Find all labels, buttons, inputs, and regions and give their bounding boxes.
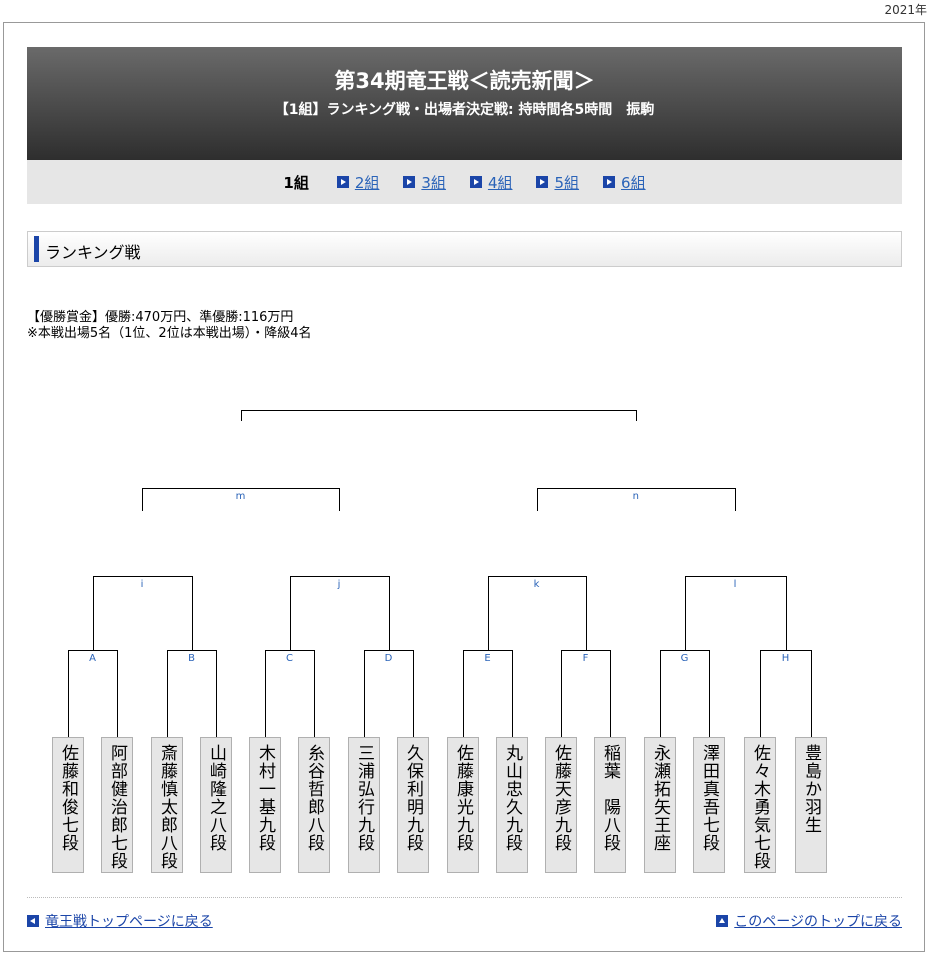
back-to-top-page[interactable]: 竜王戦トップページに戻る xyxy=(27,911,213,931)
tab-link[interactable]: 2組 xyxy=(354,173,380,192)
section-title: ランキング戦 xyxy=(45,243,141,262)
tab-link[interactable]: 5組 xyxy=(554,173,580,192)
bracket-label: n xyxy=(632,491,639,502)
bracket-match-round1 xyxy=(167,650,217,737)
player-card: 三浦弘行九段 xyxy=(348,737,380,873)
footer-divider xyxy=(27,897,902,898)
player-card: 山崎隆之八段 xyxy=(200,737,232,873)
player-card: 永瀬拓矢王座 xyxy=(644,737,676,873)
bracket-label: B xyxy=(188,653,195,664)
bracket-label: i xyxy=(140,579,144,590)
bracket-label: m xyxy=(235,491,246,502)
player-name: 佐々木勇気七段 xyxy=(750,744,770,870)
player-name: 阿部健治郎七段 xyxy=(107,744,127,870)
bracket-match-semi xyxy=(142,488,340,511)
arrow-right-icon xyxy=(403,176,416,188)
bracket-match-quarter xyxy=(487,576,587,650)
tab-link[interactable]: 3組 xyxy=(421,173,446,192)
player-card: 佐藤天彦九段 xyxy=(545,737,577,873)
bracket-match-quarter xyxy=(289,576,390,650)
bracket-match-round1 xyxy=(760,650,812,737)
bracket-label: j xyxy=(337,579,341,590)
player-card: 斎藤慎太郎八段 xyxy=(151,737,183,873)
page-subtitle: 【1組】ランキング戦・出場者決定戦: 持時間各5時間 振駒 xyxy=(274,102,655,118)
section-heading: ランキング戦 xyxy=(27,231,902,267)
bracket-label: D xyxy=(384,653,393,664)
player-card: 豊島か羽生 xyxy=(795,737,827,873)
bracket-label: k xyxy=(533,579,540,590)
tab-group-4[interactable]: 4組 xyxy=(469,172,513,193)
tab-group-2[interactable]: 2組 xyxy=(336,172,380,193)
tab-label: 1組 xyxy=(283,173,309,192)
bracket-label: G xyxy=(680,653,689,664)
player-name: 斎藤慎太郎八段 xyxy=(157,744,177,870)
bracket-match-round1 xyxy=(463,650,513,737)
section-accent-bar xyxy=(34,236,39,262)
bracket-match-final xyxy=(240,410,637,421)
player-name: 豊島か羽生 xyxy=(801,744,821,834)
bracket-label: l xyxy=(733,579,737,590)
player-name: 稲葉 陽八段 xyxy=(600,744,620,852)
tab-link[interactable]: 6組 xyxy=(621,173,646,192)
bracket-match-round1 xyxy=(660,650,710,737)
bracket-label: H xyxy=(781,653,790,664)
bracket-label: F xyxy=(582,653,589,664)
arrow-right-icon xyxy=(603,176,616,188)
bracket-label: A xyxy=(89,653,96,664)
player-card: 木村一基九段 xyxy=(249,737,281,873)
player-card: 稲葉 陽八段 xyxy=(594,737,626,873)
page-header: 第34期竜王戦＜読売新聞＞ 【1組】ランキング戦・出場者決定戦: 持時間各5時間… xyxy=(27,47,902,160)
tab-group-5[interactable]: 5組 xyxy=(536,172,579,193)
arrow-left-icon xyxy=(27,915,39,927)
player-name: 佐藤和俊七段 xyxy=(58,744,78,852)
player-name: 三浦弘行九段 xyxy=(354,744,374,852)
player-name: 丸山忠久九段 xyxy=(502,744,522,852)
player-name: 澤田真吾七段 xyxy=(699,744,719,852)
player-card: 佐藤康光九段 xyxy=(447,737,479,873)
bracket-match-round1 xyxy=(265,650,315,737)
player-name: 山崎隆之八段 xyxy=(206,744,226,852)
player-card: 丸山忠久九段 xyxy=(496,737,528,873)
content-frame xyxy=(3,22,925,952)
prize-notes: 【優勝賞金】優勝:470万円、準優勝:116万円 ※本戦出場5名（1位、2位は本… xyxy=(27,310,311,342)
tab-link[interactable]: 4組 xyxy=(487,173,513,192)
page-top-link[interactable]: このページのトップに戻る xyxy=(734,914,902,930)
year-label: 2021年 xyxy=(884,3,927,17)
player-card: 久保利明九段 xyxy=(397,737,429,873)
arrow-right-icon xyxy=(536,176,549,188)
player-name: 木村一基九段 xyxy=(255,744,275,852)
player-name: 久保利明九段 xyxy=(403,744,423,852)
player-card: 佐々木勇気七段 xyxy=(744,737,776,873)
group-tabs: 1組 2組 3組 4組 5組 6組 xyxy=(27,160,902,204)
back-link[interactable]: 竜王戦トップページに戻る xyxy=(45,914,213,930)
bracket-match-semi xyxy=(536,488,736,511)
bracket-label: C xyxy=(286,653,293,664)
arrow-right-icon xyxy=(336,176,349,188)
player-card: 澤田真吾七段 xyxy=(693,737,725,873)
bracket-match-round1 xyxy=(364,650,414,737)
prize-text: 【優勝賞金】優勝:470万円、準優勝:116万円 xyxy=(27,310,294,325)
player-card: 佐藤和俊七段 xyxy=(52,737,84,873)
page-top[interactable]: このページのトップに戻る xyxy=(716,911,902,931)
bracket-match-round1 xyxy=(561,650,611,737)
bracket-match-quarter xyxy=(92,576,193,650)
arrow-up-icon xyxy=(716,915,729,927)
tab-group-6[interactable]: 6組 xyxy=(603,172,646,193)
player-name: 佐藤天彦九段 xyxy=(551,744,571,852)
player-name: 糸谷哲郎八段 xyxy=(304,744,324,852)
player-card: 阿部健治郎七段 xyxy=(101,737,133,873)
tab-group-3[interactable]: 3組 xyxy=(403,172,446,193)
bracket-match-round1 xyxy=(68,650,118,737)
bracket-match-quarter xyxy=(684,576,787,650)
player-card: 糸谷哲郎八段 xyxy=(298,737,330,873)
tab-group-1: 1組 xyxy=(283,172,308,193)
player-name: 佐藤康光九段 xyxy=(453,744,473,852)
arrow-right-icon xyxy=(469,176,482,188)
bracket-label: E xyxy=(484,653,491,664)
player-name: 永瀬拓矢王座 xyxy=(650,744,670,852)
page-title: 第34期竜王戦＜読売新聞＞ xyxy=(334,69,595,93)
rule-text: ※本戦出場5名（1位、2位は本戦出場）・降級4名 xyxy=(27,326,312,341)
